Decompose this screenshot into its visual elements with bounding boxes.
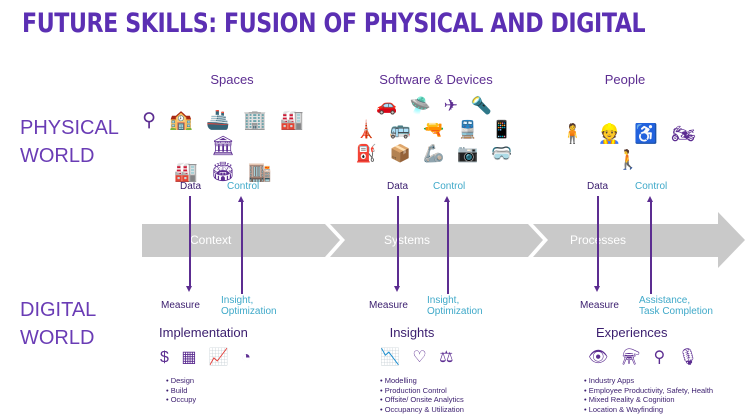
spaces-icons: ⚲ 🏫 🚢 🏢 🏭 🏛 🏭 🏟 🏬 [125,108,325,186]
data-arrow [397,196,399,286]
arrow-up-icon [647,196,653,202]
world-label-line: WORLD [20,327,95,349]
insights-list: Modelling Production Control Offsite/ On… [380,376,464,414]
outcome-line: Insight, [221,295,254,306]
list-item: Occupy [166,395,196,405]
stage-systems: Systems [384,233,431,247]
arrow-down-icon [186,286,192,292]
digital-label-line: DIGITAL [20,299,97,321]
outcome-line: Task Completion [639,306,713,317]
page-title: FUTURE SKILLS: FUSION OF PHYSICAL AND DI… [22,8,646,39]
control-arrow [447,202,449,294]
data-arrow [597,196,599,286]
spaces-heading: Spaces [210,72,254,87]
insights-heading: Insights [389,325,435,340]
outcome-label: Insight,Optimization [427,295,483,317]
control-arrow [650,202,652,294]
experiences-heading: Experiences [596,325,668,340]
control-label: Control [635,181,668,192]
list-item: Location & Wayfinding [584,405,713,415]
control-label: Control [227,181,260,192]
implementation-list: Design Build Occupy [166,376,196,405]
experiences-icons: 👁 ⚗ ⚲ 🎙 [588,349,702,366]
devices-icon-row: 🚗 🛸 ✈ 🔦 [376,96,496,115]
insights-icons: 📉 ♡ ⚖ [380,349,458,366]
outcome-line: Optimization [221,306,277,317]
data-label: Data [180,181,202,192]
arrow-down-icon [394,286,400,292]
digital-world-label: DIGITAL WORLD [20,296,96,352]
measure-label: Measure [161,300,200,311]
physical-world-label: PHYSICAL WORLD [20,114,119,170]
people-heading: People [604,72,646,87]
measure-label: Measure [369,300,408,311]
spaces-icon-row: 🏭 🏟 🏬 [174,162,276,183]
implementation-heading: Implementation [159,325,248,340]
outcome-label: Insight,Optimization [221,295,277,317]
list-item: Build [166,386,196,396]
list-item: Employee Productivity, Safety, Health [584,386,713,396]
software-devices-heading: Software & Devices [379,72,493,87]
data-label: Data [587,181,609,192]
people-icons: 🧍 👷 ♿ 🏍 🚶 [560,124,700,171]
arrow-up-icon [238,196,244,202]
list-item: Occupancy & Utilization [380,405,464,415]
list-item: Offsite/ Onsite Analytics [380,395,464,405]
outcome-label: Assistance,Task Completion [639,295,713,317]
data-label: Data [387,181,409,192]
data-arrow [189,196,191,286]
arrow-up-icon [444,196,450,202]
list-item: Design [166,376,196,386]
list-item: Industry Apps [584,376,713,386]
implementation-icons: $ ▦ 📈 ◔ [160,349,255,366]
experiences-list: Industry Apps Employee Productivity, Saf… [584,376,713,414]
list-item: Mixed Reality & Cognition [584,395,713,405]
band-segment-systems [330,224,543,257]
arrow-down-icon [594,286,600,292]
world-label-line: WORLD [20,145,95,167]
devices-icon-row: ⛽ 📦 🦾 📷 🥽 [355,144,517,163]
measure-label: Measure [580,300,619,311]
spaces-icon-row: ⚲ 🏫 🚢 🏢 🏭 🏛 [142,110,308,157]
outcome-line: Insight, [427,295,460,306]
outcome-line: Assistance, [639,295,691,306]
list-item: Production Control [380,386,464,396]
outcome-line: Optimization [427,306,483,317]
list-item: Modelling [380,376,464,386]
control-arrow [241,202,243,294]
control-label: Control [433,181,466,192]
stage-context: Context [190,233,232,247]
devices-icon-row: 🗼 🚌 🔫 🚆 📱 [355,120,517,139]
physical-label-line: PHYSICAL [20,117,119,139]
devices-icons: 🚗 🛸 ✈ 🔦 🗼 🚌 🔫 🚆 📱 ⛽ 📦 🦾 📷 🥽 [336,94,536,166]
band-segment-processes [533,212,745,268]
